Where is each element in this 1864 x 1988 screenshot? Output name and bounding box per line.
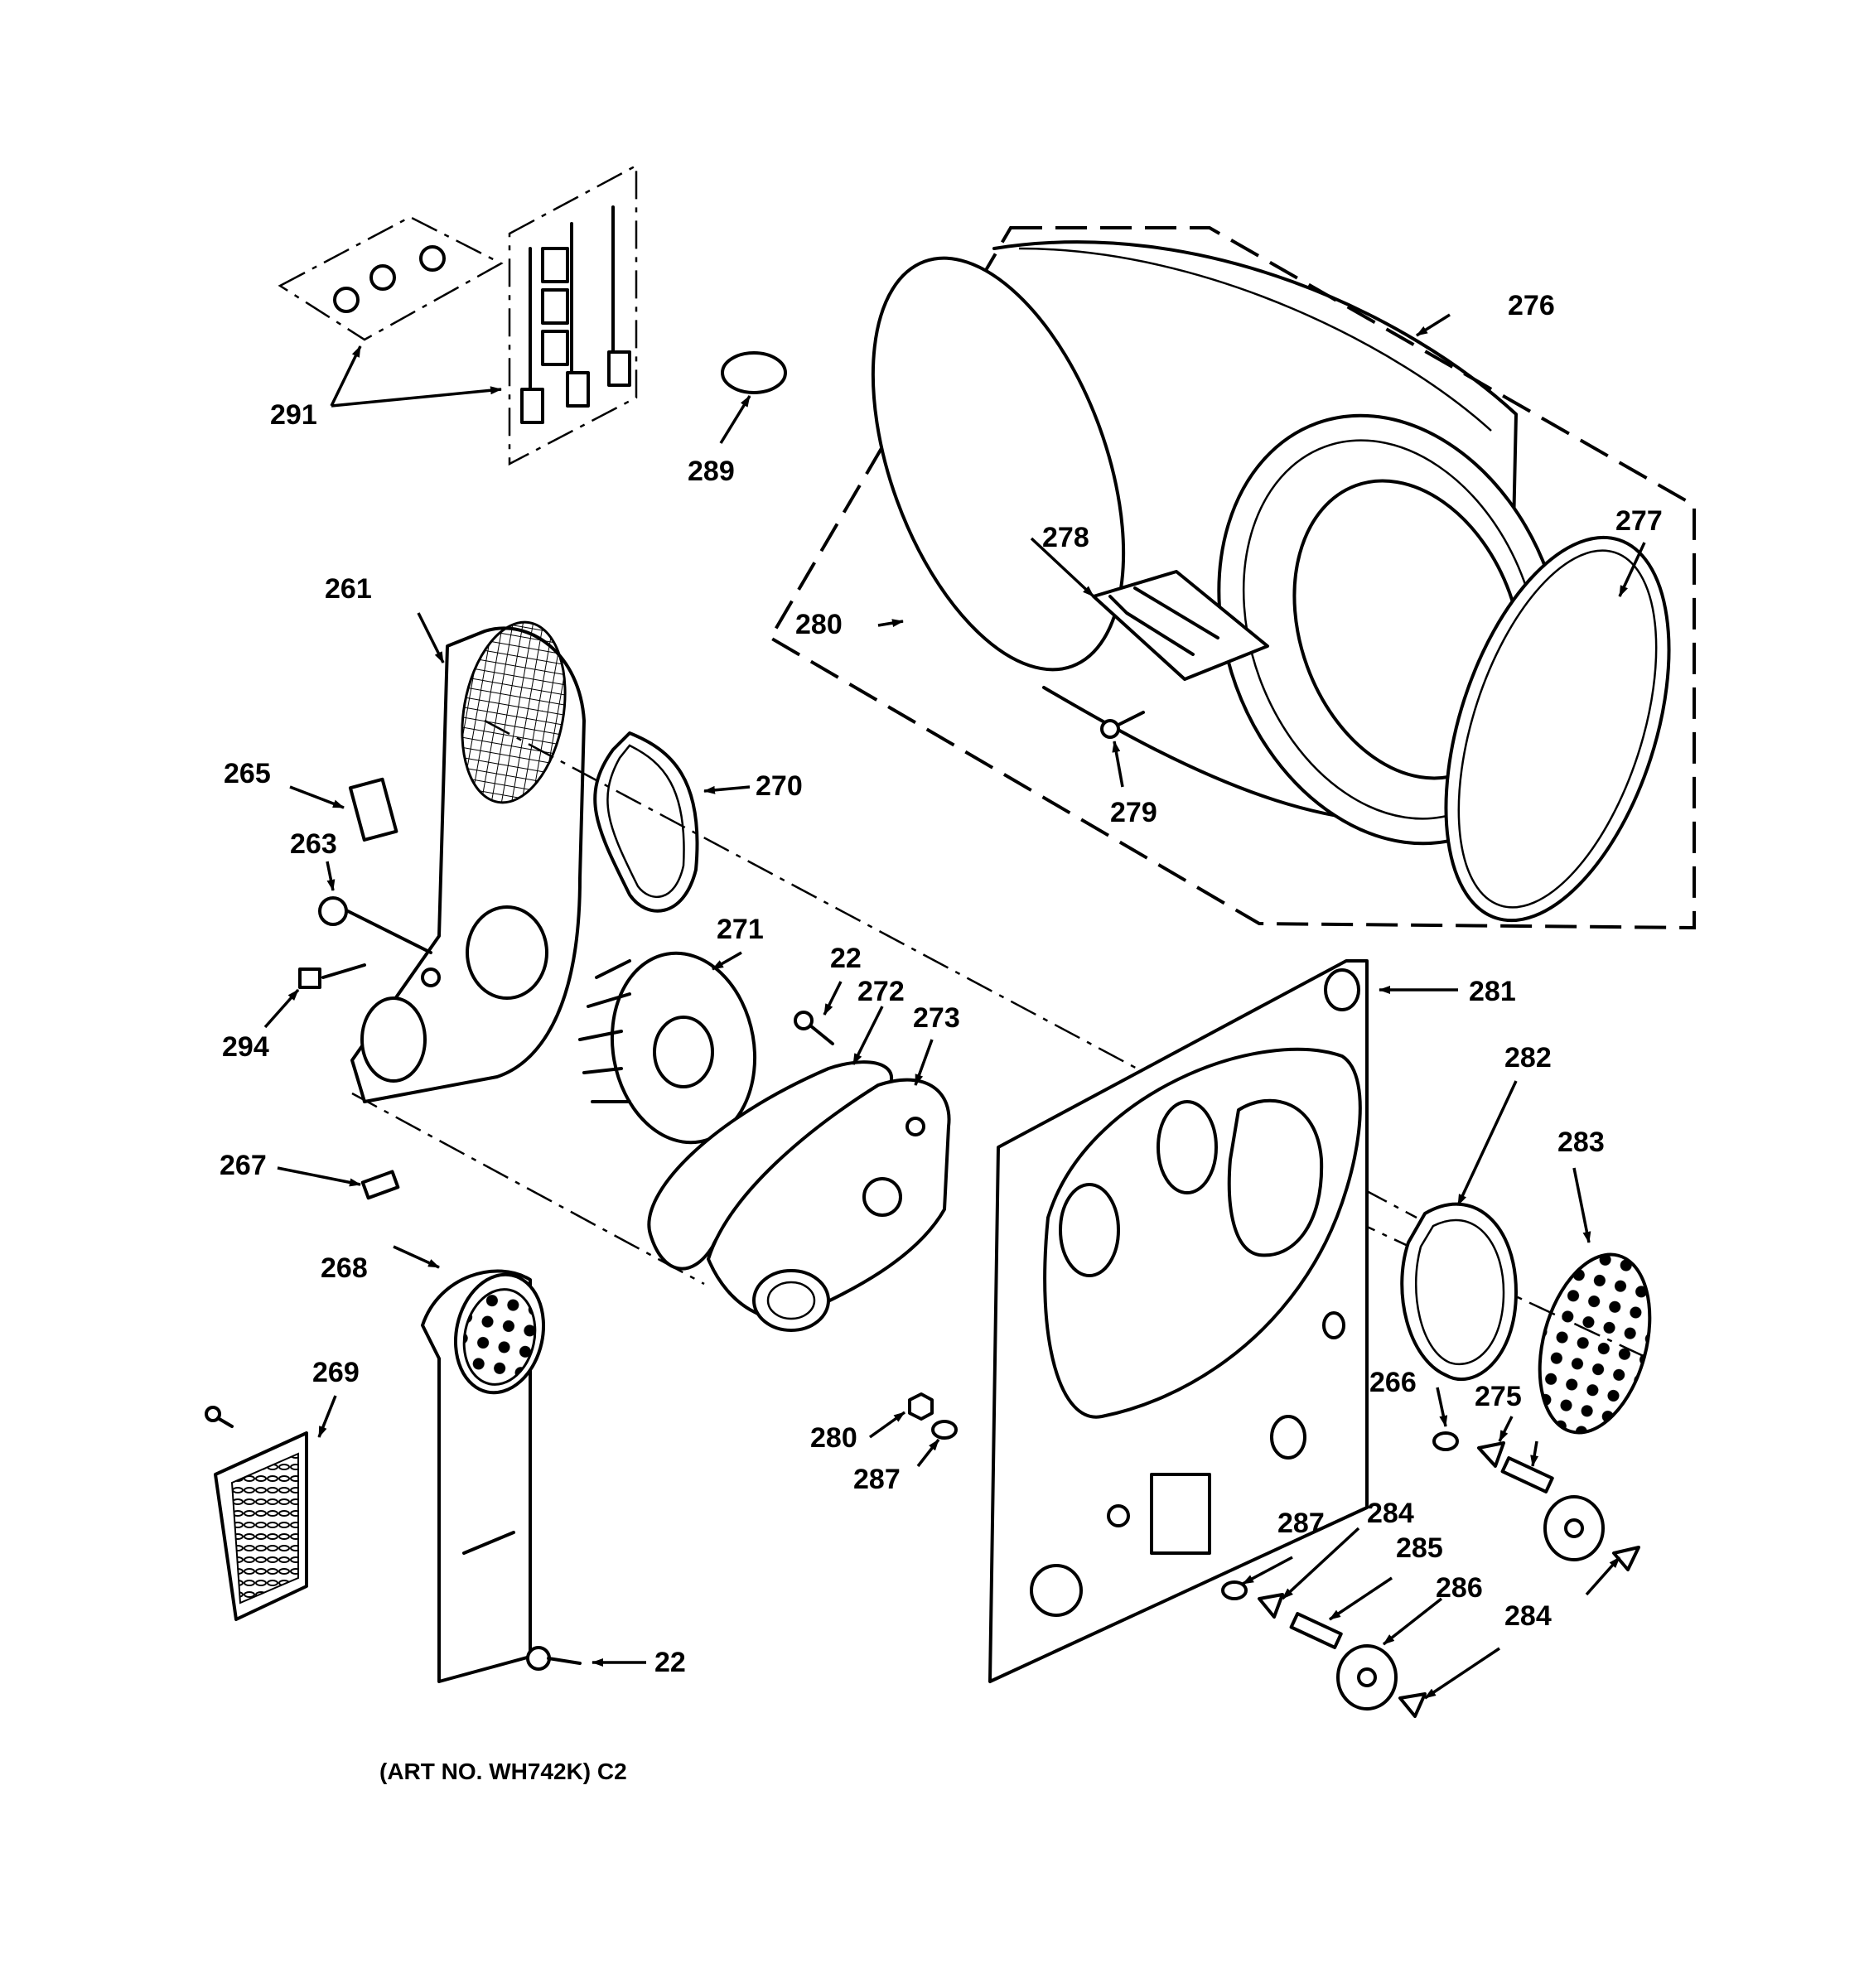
duct-gasket-drawing (593, 731, 751, 913)
screw-22-bottom-drawing (526, 1646, 646, 1671)
callout-282: 282 (1504, 1042, 1552, 1074)
callout-294: 294 (222, 1031, 269, 1063)
heater-duct-drawing (393, 1245, 546, 1683)
callout-277: 277 (1615, 505, 1663, 537)
callout-284-lower: 284 (1504, 1600, 1552, 1632)
thermostat-kit-drawing (278, 163, 638, 466)
callout-272: 272 (857, 976, 905, 1007)
clip-267-drawing (277, 1166, 400, 1200)
callout-283: 283 (1557, 1127, 1605, 1158)
lint-filter-grille-drawing (1538, 1167, 1652, 1435)
callout-278: 278 (1042, 522, 1089, 553)
callout-280-bottom: 280 (810, 1422, 857, 1454)
callout-261: 261 (325, 573, 372, 605)
nut-washer-drawing (868, 1392, 958, 1468)
blower-cover-drawing (647, 1006, 951, 1332)
callout-267: 267 (220, 1150, 267, 1181)
callout-275: 275 (1475, 1381, 1522, 1412)
callout-labels: 291 289 276 277 278 280 279 261 265 263 … (220, 290, 1663, 1784)
heater-element-drawing (205, 1395, 337, 1621)
callout-281: 281 (1469, 976, 1516, 1007)
callout-271: 271 (717, 914, 764, 945)
callout-280-top: 280 (795, 609, 843, 640)
callout-266: 266 (1369, 1367, 1417, 1398)
callout-265: 265 (224, 758, 271, 789)
callout-268: 268 (321, 1252, 368, 1284)
callout-286: 286 (1436, 1572, 1483, 1604)
blower-housing-drawing (350, 612, 586, 1103)
callout-276: 276 (1508, 290, 1555, 321)
bracket-294-drawing (263, 963, 366, 1029)
callout-279: 279 (1110, 797, 1157, 828)
callout-285: 285 (1396, 1532, 1443, 1564)
switch-drawing (289, 777, 398, 842)
blower-wheel-drawing (578, 951, 757, 1145)
callout-263: 263 (290, 828, 337, 860)
art-number-caption: (ART NO. WH742K) C2 (379, 1759, 627, 1784)
callout-273: 273 (913, 1002, 960, 1034)
callout-289: 289 (688, 456, 735, 487)
thermostat-drawing (318, 861, 432, 954)
callout-287-left: 287 (853, 1464, 901, 1495)
callout-284-upper: 284 (1367, 1498, 1414, 1529)
callout-287-right: 287 (1277, 1508, 1325, 1539)
screw-22-top-drawing (794, 981, 843, 1045)
drum-seal-ring-drawing (1444, 535, 1671, 923)
plug-drawing (719, 351, 787, 444)
callout-22-bottom: 22 (654, 1647, 686, 1678)
drum-roller-hardware-drawing (1221, 1387, 1640, 1718)
callout-270: 270 (756, 770, 803, 802)
lint-duct-seal-drawing (1400, 1080, 1518, 1381)
callout-291: 291 (270, 399, 317, 431)
callout-22-top: 22 (830, 943, 862, 974)
callout-269: 269 (312, 1357, 360, 1388)
rear-panel-drawing (988, 959, 1458, 1683)
